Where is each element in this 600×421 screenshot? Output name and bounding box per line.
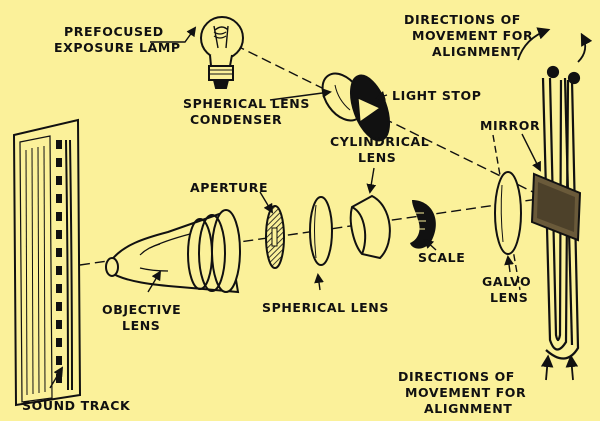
rotation-arrows-top bbox=[517, 27, 593, 63]
spherical-lens-label: SPHERICAL LENS bbox=[262, 300, 389, 315]
scale-label: SCALE bbox=[418, 250, 465, 265]
spherical-lens bbox=[309, 196, 333, 266]
light-stop-label: LIGHT STOP bbox=[392, 88, 482, 103]
condenser-label-line1: SPHERICAL LENS bbox=[183, 96, 310, 111]
scale-element bbox=[410, 200, 436, 249]
galvo-label-line2: LENS bbox=[490, 290, 528, 305]
objective-label-line1: OBJECTIVE bbox=[102, 302, 181, 317]
directions-top-line2: MOVEMENT FOR bbox=[412, 28, 533, 43]
labels: PREFOCUSED EXPOSURE LAMP SPHERICAL LENS … bbox=[22, 12, 540, 416]
cylindrical-label-line1: CYLINDRICAL bbox=[330, 134, 429, 149]
aperture-disc bbox=[265, 205, 285, 269]
exposure-lamp bbox=[200, 16, 244, 89]
directions-bottom-line3: ALIGNMENT bbox=[424, 401, 512, 416]
objective-lens bbox=[105, 209, 241, 294]
aperture-label: APERTURE bbox=[190, 180, 268, 195]
cylindrical-label-line2: LENS bbox=[358, 150, 396, 165]
directions-top-line3: ALIGNMENT bbox=[432, 44, 520, 59]
directions-bottom-line1: DIRECTIONS OF bbox=[398, 369, 515, 384]
galvo-lens bbox=[492, 134, 522, 291]
directions-bottom-line2: MOVEMENT FOR bbox=[405, 385, 526, 400]
sound-track-label: SOUND TRACK bbox=[22, 398, 131, 413]
galvo-label-line1: GALVO bbox=[482, 274, 531, 289]
rotation-arrows-bottom bbox=[540, 354, 579, 381]
objective-label-line2: LENS bbox=[122, 318, 160, 333]
lamp-label-line2: EXPOSURE LAMP bbox=[54, 40, 181, 55]
directions-top-line1: DIRECTIONS OF bbox=[404, 12, 521, 27]
cylindrical-lens bbox=[349, 194, 391, 260]
lamp-label-line1: PREFOCUSED bbox=[64, 24, 164, 39]
mirror-element bbox=[530, 172, 582, 242]
condenser-label-line2: CONDENSER bbox=[190, 112, 282, 127]
leader-lines bbox=[49, 26, 541, 389]
mirror-label: MIRROR bbox=[480, 118, 540, 133]
sound-track-film bbox=[12, 118, 82, 407]
